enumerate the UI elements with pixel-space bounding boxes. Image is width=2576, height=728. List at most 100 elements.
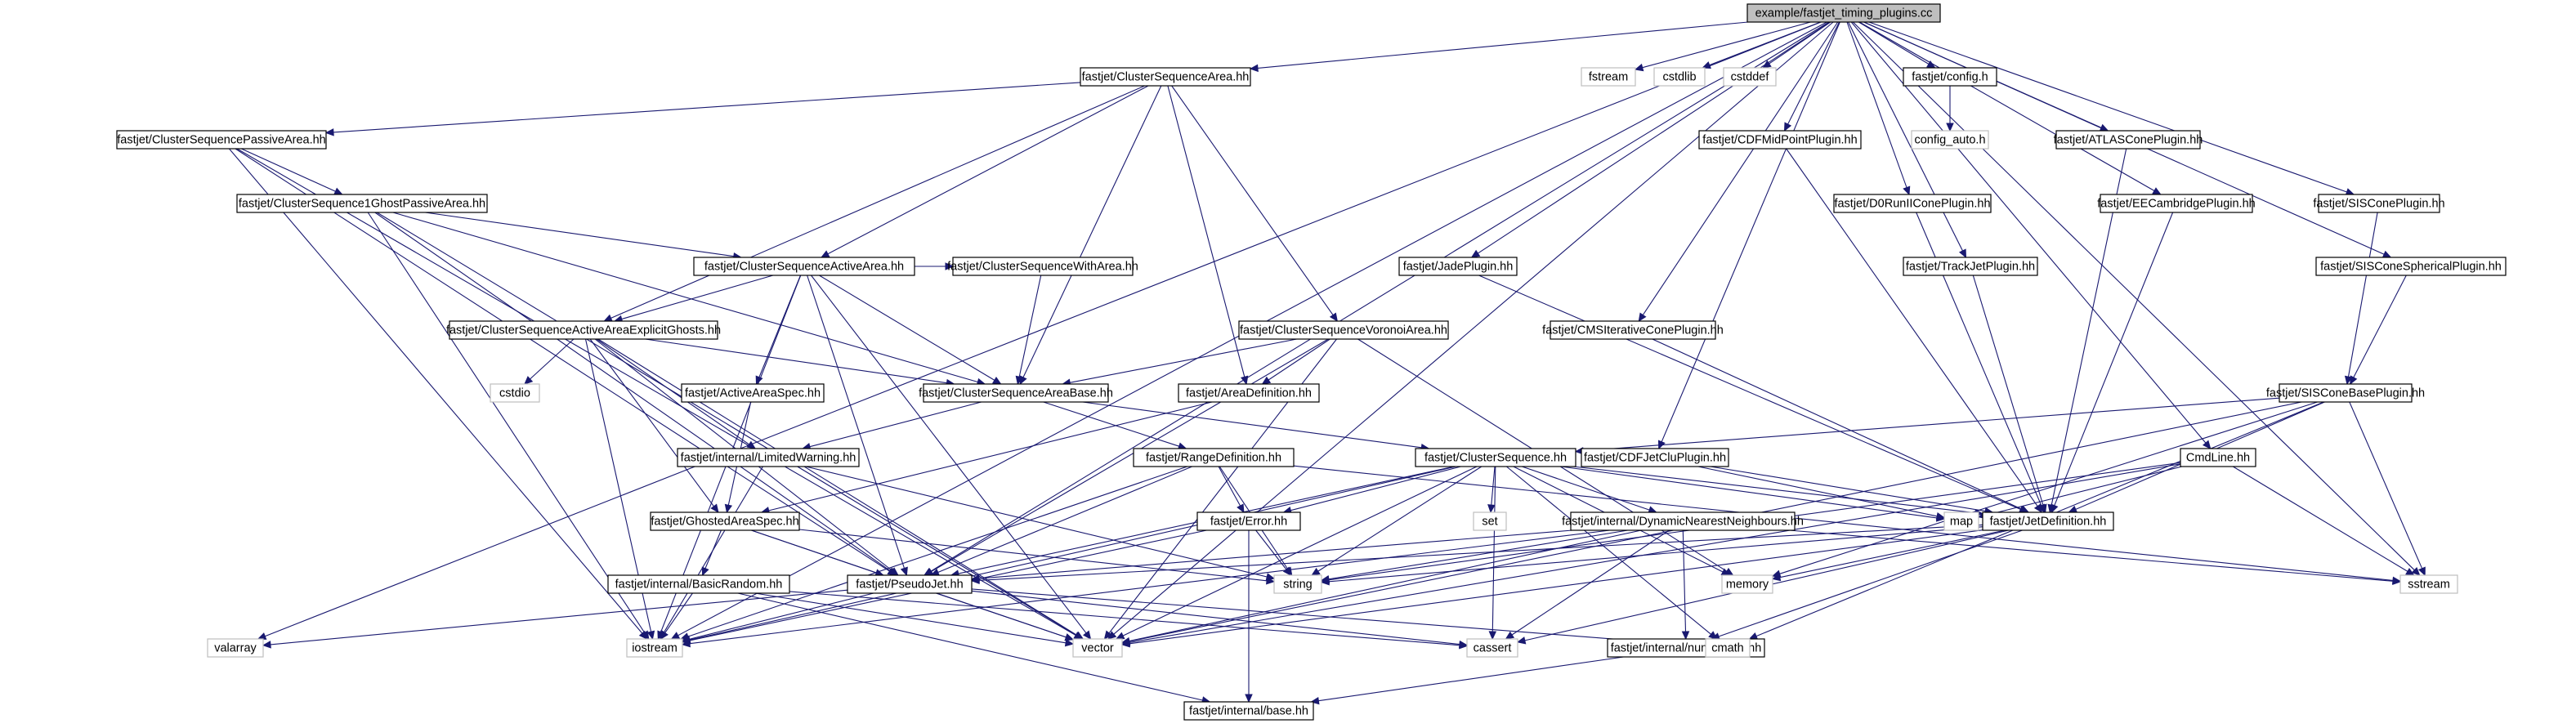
arrowhead-rd-to-err [1237, 503, 1245, 514]
node-label-base: fastjet/internal/base.hh [1189, 705, 1308, 718]
arrowhead-csaa-to-vector [1082, 630, 1092, 640]
edge-pj-to-cassert [971, 590, 1460, 645]
node-box-cstdlib [1653, 67, 1706, 87]
node-br[interactable]: fastjet/internal/BasicRandom.hh [607, 574, 790, 594]
arrowhead-pj-to-vector [1064, 633, 1075, 641]
node-tj[interactable]: fastjet/TrackJetPlugin.hh [1903, 257, 2038, 276]
arrowhead-cdfjc-to-map [1935, 512, 1946, 520]
node-sis[interactable]: fastjet/SISConePlugin.hh [2313, 194, 2445, 213]
edge-sisb-to-cseq [1582, 397, 2280, 452]
edge-tj-to-jd [1972, 275, 2044, 506]
node-csa[interactable]: fastjet/ClusterSequenceArea.hh [1080, 67, 1251, 87]
node-gas[interactable]: fastjet/GhostedAreaSpec.hh [650, 511, 800, 531]
node-box-cspa [116, 130, 327, 150]
edge-err-to-string [1255, 529, 1287, 570]
node-aas[interactable]: fastjet/ActiveAreaSpec.hh [681, 383, 825, 403]
node-dnn[interactable]: fastjet/internal/DynamicNearestNeighbour… [1562, 511, 1804, 531]
node-csva[interactable]: fastjet/ClusterSequenceVoronoiArea.hh [1238, 320, 1449, 340]
edge-csab-to-cseq [1082, 401, 1422, 449]
node-box-siss [2315, 257, 2507, 276]
edge-root-to-pj [930, 21, 1830, 572]
node-cspa[interactable]: fastjet/ClusterSequencePassiveArea.hh [116, 130, 327, 150]
node-label-memory: memory [1726, 578, 1769, 592]
node-cstdlib: cstdlib [1653, 67, 1706, 87]
node-rd[interactable]: fastjet/RangeDefinition.hh [1133, 448, 1295, 467]
arrowhead-cseq-to-set [1487, 504, 1496, 514]
node-siss[interactable]: fastjet/SISConeSphericalPlugin.hh [2315, 257, 2507, 276]
arrowhead-sisb-to-cmath [1748, 632, 1759, 640]
edge-cseq-to-cassert [1491, 466, 1496, 632]
edge-d0-to-jd [1916, 212, 2042, 506]
node-label-csab: fastjet/ClusterSequenceAreaBase.hh [919, 387, 1113, 400]
node-cstdio: cstdio [490, 383, 540, 403]
node-box-cassert [1466, 638, 1518, 658]
arrowhead-csa-to-ad [1241, 375, 1249, 386]
edge-eec-to-jd [2054, 212, 2174, 506]
edge-dnn-to-iostream [689, 529, 1610, 645]
node-csab[interactable]: fastjet/ClusterSequenceAreaBase.hh [919, 383, 1113, 403]
edge-root-to-sstream [1852, 21, 2415, 571]
node-ad[interactable]: fastjet/AreaDefinition.hh [1178, 383, 1320, 403]
node-cfg[interactable]: fastjet/config.h [1903, 67, 1997, 87]
edge-lw-to-string [805, 466, 1268, 578]
edge-csva-to-csab [1069, 338, 1297, 383]
edge-pj-to-valarray [270, 589, 848, 645]
node-cdfmp[interactable]: fastjet/CDFMidPointPlugin.hh [1698, 130, 1862, 150]
edge-cseq-to-map [1561, 466, 1938, 519]
node-cseq[interactable]: fastjet/ClusterSequence.hh [1415, 448, 1576, 467]
node-csaa[interactable]: fastjet/ClusterSequenceActiveArea.hh [693, 257, 915, 276]
arrowhead-csaa-to-aas [755, 375, 763, 386]
node-box-csa [1080, 67, 1251, 87]
node-label-cdfmp: fastjet/CDFMidPointPlugin.hh [1702, 134, 1857, 147]
node-root[interactable]: example/fastjet_timing_plugins.cc [1746, 3, 1941, 23]
node-box-cstddef [1723, 67, 1777, 87]
node-cswa[interactable]: fastjet/ClusterSequenceWithArea.hh [947, 257, 1138, 276]
node-label-cmd: CmdLine.hh [2186, 452, 2250, 465]
node-d0[interactable]: fastjet/D0RunIIConePlugin.hh [1833, 194, 1992, 213]
edge-csaa-to-csaaeg [621, 275, 774, 320]
edge-siss-to-sisb [2353, 275, 2407, 378]
arrowhead-dnn-to-iostream [681, 639, 691, 648]
arrowhead-jd-to-pj [970, 576, 980, 585]
node-label-cstdlib: cstdlib [1662, 71, 1696, 84]
node-sisb[interactable]: fastjet/SISConeBasePlugin.hh [2266, 383, 2425, 403]
node-cs1g[interactable]: fastjet/ClusterSequence1GhostPassiveArea… [236, 194, 488, 213]
node-cmsic[interactable]: fastjet/CMSIterativeConePlugin.hh [1542, 320, 1724, 340]
arrowhead-cswa-to-csab [1015, 375, 1023, 386]
node-cmd[interactable]: CmdLine.hh [2180, 448, 2256, 467]
node-label-valarray: valarray [214, 642, 257, 655]
node-base[interactable]: fastjet/internal/base.hh [1183, 701, 1314, 721]
node-err[interactable]: fastjet/Error.hh [1196, 511, 1301, 531]
arrowhead-dnn-to-sstream [2392, 577, 2402, 586]
arrowhead-csva-to-ad [1261, 376, 1272, 385]
edge-csaaeg-to-csab [645, 338, 947, 384]
edge-csva-to-pj [931, 338, 1329, 572]
node-jd[interactable]: fastjet/JetDefinition.hh [1982, 511, 2114, 531]
edge-csa-to-csaaeg [610, 85, 1145, 319]
node-label-rd: fastjet/RangeDefinition.hh [1146, 452, 1281, 465]
edge-jd-to-string [1328, 526, 1983, 583]
node-csaaeg[interactable]: fastjet/ClusterSequenceActiveAreaExplici… [446, 320, 721, 340]
node-atlas[interactable]: fastjet/ATLASConePlugin.hh [2054, 130, 2203, 150]
node-lw[interactable]: fastjet/internal/LimitedWarning.hh [677, 448, 860, 467]
node-pj[interactable]: fastjet/PseudoJet.hh [847, 574, 973, 594]
edge-dnn-to-sstream [1789, 529, 2394, 582]
node-label-atlas: fastjet/ATLASConePlugin.hh [2054, 134, 2203, 147]
edge-jade-to-jd [1478, 275, 2021, 510]
node-jade[interactable]: fastjet/JadePlugin.hh [1398, 257, 1518, 276]
node-label-tj: fastjet/TrackJetPlugin.hh [1906, 261, 2035, 274]
arrowhead-root-to-eec [2152, 187, 2162, 195]
arrowhead-cseq-to-string [1311, 567, 1321, 576]
edge-csab-to-lw [809, 401, 982, 448]
edge-csa-to-ad [1167, 85, 1246, 377]
edge-br-to-base [737, 592, 1203, 701]
node-cdfjc[interactable]: fastjet/CDFJetCluPlugin.hh [1581, 448, 1729, 467]
arrowhead-cseq-to-cassert [1488, 631, 1497, 641]
node-sstream: sstream [2399, 574, 2458, 594]
node-box-cstdio [490, 383, 540, 403]
node-vector: vector [1072, 638, 1123, 658]
node-box-set [1473, 511, 1507, 531]
node-eec[interactable]: fastjet/EECambridgePlugin.hh [2097, 194, 2256, 213]
edge-cspa-to-iostream [228, 148, 643, 634]
edge-sisb-to-memory [1779, 401, 2318, 574]
